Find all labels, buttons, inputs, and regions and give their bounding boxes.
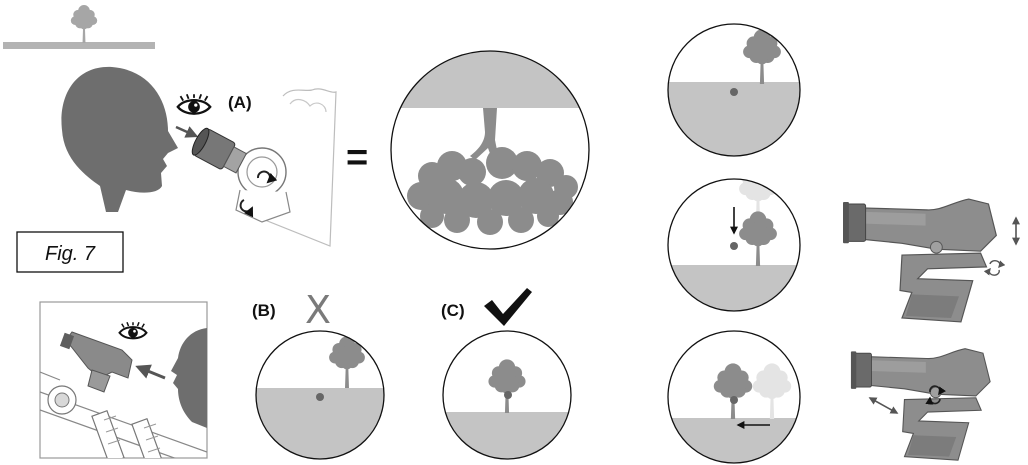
- view-circle-border: [667, 23, 801, 157]
- view-circle-border: [390, 50, 590, 250]
- ground-bar: [3, 42, 155, 49]
- finder-scope-vertical-adjust: [843, 198, 1020, 323]
- foliage-blob: [518, 178, 554, 214]
- rotate-icon: [925, 396, 941, 405]
- head-silhouette: [61, 66, 178, 212]
- foliage-blob: [444, 207, 470, 233]
- eyepiece-barrel: [222, 146, 248, 174]
- foliage-blob: [477, 209, 503, 235]
- cloud-scribble: [289, 98, 327, 113]
- eye-icon: [176, 94, 212, 115]
- view-circle-border: [667, 178, 801, 312]
- mount-knob-inner: [54, 392, 70, 408]
- foliage-blob: [508, 207, 534, 233]
- view-circle-border: [255, 330, 385, 460]
- screw-icon: [257, 170, 278, 184]
- foliage-blob: [488, 180, 524, 216]
- foliage-blob: [458, 182, 494, 218]
- tree-icon: [70, 4, 98, 43]
- checkmark-icon: [484, 288, 532, 326]
- finder-scope-horizontal-adjust: [850, 348, 991, 461]
- tube-ring: [91, 410, 125, 458]
- crosshair-dot: [504, 391, 512, 399]
- step-view-3: [667, 330, 801, 464]
- figure-label-box: Fig. 7: [16, 231, 124, 273]
- view-circle-border: [667, 330, 801, 464]
- foliage-blob: [407, 182, 435, 210]
- foliage-blob: [537, 205, 559, 227]
- step-view-2: [667, 178, 801, 312]
- foliage-blob: [486, 147, 518, 179]
- scene-content: [40, 322, 207, 458]
- telescope-scene: [39, 301, 208, 459]
- foliage-blob: [428, 178, 464, 214]
- rotate-icon: [983, 267, 1000, 276]
- foliage-blob: [512, 151, 542, 181]
- crosshair-dot: [730, 242, 738, 250]
- foliage-blob: [458, 158, 486, 186]
- small-finder-bracket: [87, 369, 111, 393]
- foliage-blob: [420, 204, 444, 228]
- inverted-ground: [391, 51, 589, 108]
- label-a: (A): [228, 93, 252, 112]
- equals-sign: =: [346, 137, 368, 179]
- finder-scope-drawing: [843, 198, 997, 323]
- view-arrow: [135, 364, 166, 380]
- double-arrow-diagonal-icon: [868, 397, 899, 414]
- crosshair-dot: [730, 396, 738, 404]
- view-c: (C): [441, 288, 572, 460]
- inverted-view-circle: [390, 50, 590, 250]
- view-b: (B) X: [252, 288, 385, 460]
- rotate-icon: [989, 259, 1006, 269]
- inverted-trunk: [470, 108, 499, 162]
- view-circle-border: [442, 330, 572, 460]
- figure-label: Fig. 7: [45, 243, 96, 265]
- label-b: (B): [252, 301, 276, 320]
- finder-scope-drawing: [850, 348, 991, 461]
- view-arrow: [175, 125, 199, 138]
- screw-icon: [239, 199, 254, 218]
- ring-hatch: [103, 415, 161, 453]
- tube-ring: [131, 418, 165, 458]
- crosshair-dot: [730, 88, 738, 96]
- target-landscape: [3, 4, 155, 49]
- figure-label-frame: [16, 231, 124, 273]
- ground: [668, 265, 800, 311]
- step-view-1: [667, 23, 801, 157]
- small-finder-eyepiece: [59, 332, 75, 350]
- eyepiece-lens: [191, 127, 210, 156]
- bracket-outline: [235, 189, 291, 223]
- crosshair-dot: [316, 393, 324, 401]
- head-silhouette: [171, 328, 207, 428]
- eyepiece: [191, 127, 248, 174]
- finder-scope-a: [191, 88, 337, 247]
- inverted-foliage: [407, 147, 578, 235]
- wrong-mark: X: [305, 288, 331, 332]
- sheet-outline: [244, 88, 337, 247]
- rotate-icon: [929, 385, 946, 396]
- ground: [443, 412, 571, 459]
- label-c: (C): [441, 301, 465, 320]
- viewer-group: (A): [61, 66, 252, 212]
